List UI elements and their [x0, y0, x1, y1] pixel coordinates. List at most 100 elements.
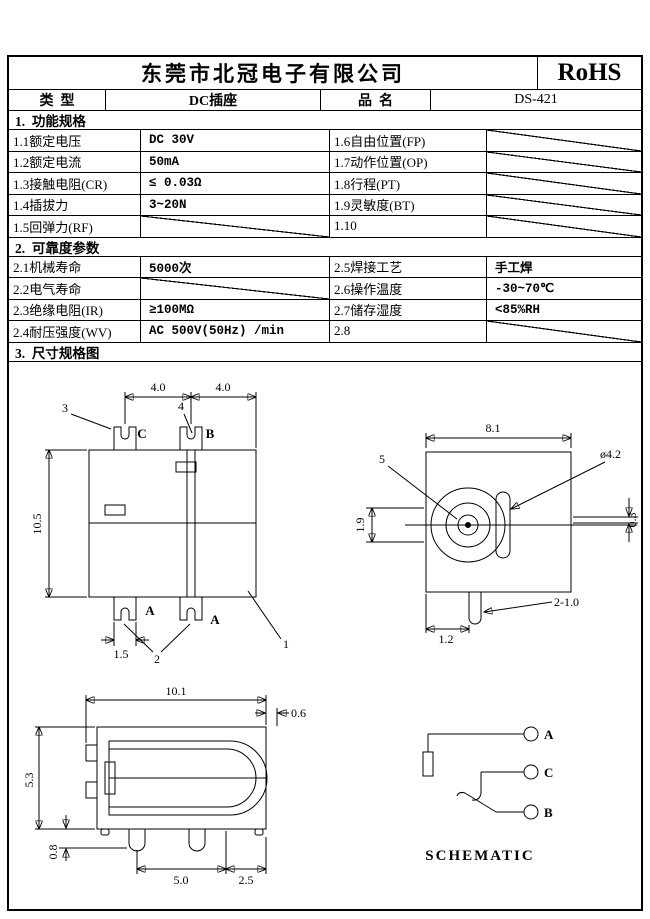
front-view: 4.0 4.0 10.5 1.5 C B: [30, 380, 289, 666]
section3-title: 3. 尺寸规格图: [9, 343, 641, 362]
callout-1: 1: [283, 637, 289, 651]
pin-label-c: C: [137, 426, 146, 441]
spec-value: 3~20N: [141, 194, 330, 215]
bottom-foot: [254, 828, 264, 835]
spec-value: ≥100MΩ: [141, 299, 330, 320]
schematic: A C B SCHEMATIC: [422, 726, 554, 864]
spec-value: AC 500V(50Hz) /min: [141, 321, 330, 342]
bottom-inner-profile: [108, 740, 268, 815]
spec-value: ≤ 0.03Ω: [141, 173, 330, 194]
spec-value-empty: [487, 321, 641, 342]
contact-hook: [471, 793, 482, 801]
spec-value-empty: [487, 216, 641, 237]
front-bottom-pin-a2: [179, 596, 203, 620]
dim-label-pin-pitch-bottom: 5.0: [174, 873, 189, 887]
section2-title: 2. 可靠度参数: [9, 238, 641, 257]
spec-label: 2.1机械寿命: [9, 256, 141, 277]
spec-value: 手工焊: [495, 262, 533, 277]
spec-row: 1.3接触电阻(CR) ≤ 0.03Ω 1.8行程(PT): [9, 173, 641, 195]
side-slot: [495, 491, 511, 558]
center-pin-dot: [465, 521, 471, 528]
dim-label-bottom-height: 5.3: [22, 772, 36, 787]
type-label: 类 型: [9, 90, 106, 110]
spec-row: 1.5回弹力(RF) 1.10: [9, 216, 641, 238]
spec-label: 2.7储存湿度: [330, 299, 487, 320]
bottom-dimensions: 10.1 0.6 5.3 0.8: [22, 684, 306, 887]
dim-label-pins: 2-1.0: [554, 595, 579, 609]
spec-label: 1.7动作位置(OP): [330, 151, 487, 172]
dim-label-side-width: 8.1: [486, 421, 501, 435]
spec-label: 1.8行程(PT): [330, 173, 487, 194]
bottom-view: 10.1 0.6 5.3 0.8: [22, 684, 306, 887]
dim-label-edge: 0.3: [625, 512, 639, 527]
terminal-label-a: A: [544, 727, 554, 742]
callout-2: 2: [154, 652, 160, 666]
bottom-pin-2: [188, 828, 206, 851]
spec-value-empty: [487, 173, 641, 194]
front-labels: C B A A 3 4 2 1: [62, 399, 289, 666]
front-top-pin-c: [113, 426, 137, 450]
header-row: 东莞市北冠电子有限公司 RoHS: [9, 57, 641, 90]
switch-blade-tip: [456, 791, 466, 796]
rohs-mark: RoHS: [537, 57, 641, 89]
spec-label: 2.3绝缘电阻(IR): [9, 299, 141, 320]
callout-4: 4: [178, 399, 184, 413]
title-row: 类 型 DC插座 品 名 DS-421: [9, 90, 641, 111]
spec-value-empty: [141, 278, 330, 299]
type-value: DC插座: [106, 90, 321, 110]
spec-label: 1.9灵敏度(BT): [330, 194, 487, 215]
dim-label-pin-edge: 2.5: [239, 873, 254, 887]
pin-label-a-left: A: [145, 603, 155, 618]
spec-value: 5000次: [141, 256, 330, 277]
barrel-middle-circle: [445, 502, 491, 547]
spec-value: <85%RH: [495, 302, 541, 317]
spec-value: 50mA: [141, 151, 330, 172]
spec-label: 1.6自由位置(FP): [330, 130, 487, 151]
front-dimensions: 4.0 4.0 10.5 1.5: [30, 380, 256, 661]
pin-label-b: B: [206, 426, 215, 441]
company-name: 东莞市北冠电子有限公司: [141, 63, 405, 86]
pin-label-a-right: A: [210, 612, 220, 627]
terminal-b-circle: [523, 804, 539, 819]
spec-label: 1.5回弹力(RF): [9, 216, 141, 237]
terminal-c-circle: [523, 764, 539, 779]
spec-label: 2.5焊接工艺: [330, 256, 487, 277]
spec-label: 2.6操作温度: [330, 278, 487, 299]
front-top-pin-b: [179, 426, 203, 450]
side-view: 8.1 ø4.2 5 1.9 0.3: [353, 421, 639, 646]
bottom-left-tab: [85, 781, 98, 798]
schematic-title: SCHEMATIC: [425, 848, 534, 864]
dimension-drawing: 4.0 4.0 10.5 1.5 C B: [22, 380, 639, 887]
spec-label: 2.4耐压强度(WV): [9, 321, 141, 342]
bottom-contact: [104, 761, 116, 794]
terminal-label-b: B: [544, 805, 553, 820]
spec-label: 1.1额定电压: [9, 130, 141, 151]
spec-value-empty: [487, 151, 641, 172]
spec-row: 1.4插拔力 3~20N 1.9灵敏度(BT): [9, 194, 641, 216]
dim-label-pin-pitch: 4.0: [151, 380, 166, 394]
front-bottom-pin-a1: [113, 596, 137, 620]
dimension-drawing-area: 4.0 4.0 10.5 1.5 C B: [9, 362, 641, 910]
dim-label-pin-offset: 1.2: [439, 632, 454, 646]
dim-label-pin-to-edge: 4.0: [216, 380, 231, 394]
side-bottom-pin: [468, 591, 482, 624]
dim-label-pin-length: 0.8: [46, 844, 60, 859]
spec-row: 2.4耐压强度(WV) AC 500V(50Hz) /min 2.8: [9, 321, 641, 343]
spec-value: DC 30V: [141, 130, 330, 151]
spec-label: 1.3接触电阻(CR): [9, 173, 141, 194]
spec-row: 2.1机械寿命 5000次 2.5焊接工艺 手工焊: [9, 256, 641, 278]
dim-label-depth: 1.9: [353, 517, 367, 532]
spec-label: 1.4插拔力: [9, 194, 141, 215]
dim-label-step: 0.6: [291, 706, 306, 720]
dim-label-bottom-width: 10.1: [166, 684, 187, 698]
bottom-foot: [100, 828, 110, 835]
terminal-a-circle: [523, 726, 539, 741]
spec-value: -30~70℃: [495, 282, 555, 297]
spec-row: 1.1额定电压 DC 30V 1.6自由位置(FP): [9, 130, 641, 152]
bottom-left-tab: [85, 744, 98, 761]
spec-value-empty: [487, 194, 641, 215]
spec-row: 2.3绝缘电阻(IR) ≥100MΩ 2.7储存湿度 <85%RH: [9, 299, 641, 321]
barrel-outer-circle: [430, 487, 506, 562]
center-pin-symbol: [422, 751, 434, 776]
